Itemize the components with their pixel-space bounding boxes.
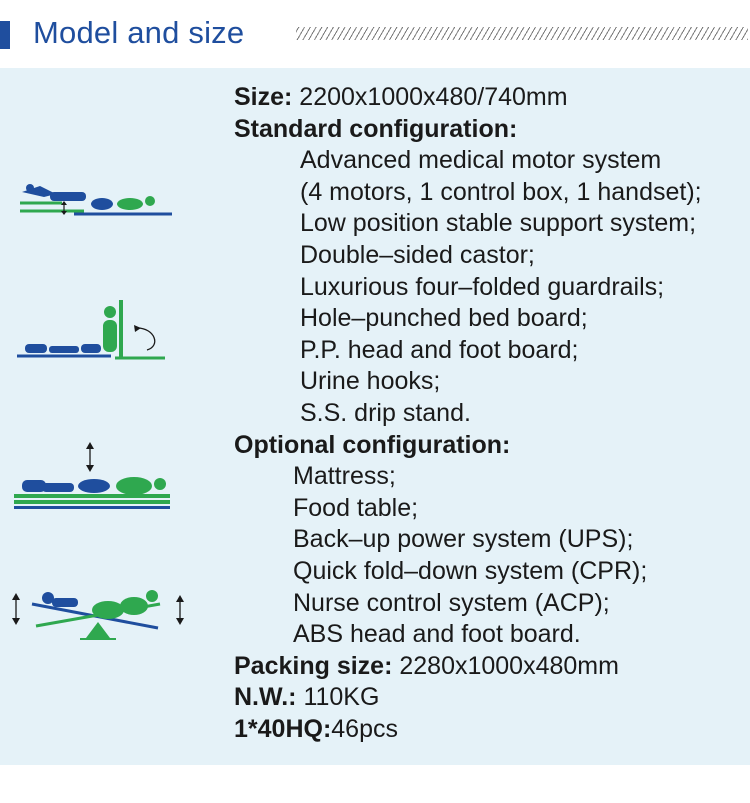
standard-item: (4 motors, 1 control box, 1 handset);: [300, 177, 702, 206]
optional-item: Food table;: [293, 493, 419, 522]
standard-item: Hole–punched bed board;: [300, 304, 588, 333]
net-weight-row: N.W.: 110KG: [234, 682, 744, 714]
standard-item: P.P. head and foot board;: [300, 335, 579, 364]
standard-config-heading: Standard configuration:: [234, 114, 518, 143]
net-weight-label: N.W.:: [234, 683, 297, 712]
spec-list: Size: 2200x1000x480/740mm Standard confi…: [234, 82, 744, 745]
container-qty-value: 46pcs: [331, 714, 398, 743]
standard-item: Low position stable support system;: [300, 209, 697, 238]
packing-size-label: Packing size:: [234, 651, 393, 680]
size-label: Size:: [234, 83, 293, 111]
header-hatch-decoration: [296, 27, 748, 40]
container-qty-label: 1*40HQ:: [234, 714, 332, 743]
spec-panel: [0, 68, 750, 765]
optional-item: Back–up power system (UPS);: [293, 525, 634, 554]
optional-item: Mattress;: [293, 462, 396, 491]
bed-chair-position-icon: [17, 300, 165, 360]
optional-item: Quick fold–down system (CPR);: [293, 556, 648, 585]
standard-item: S.S. drip stand.: [300, 398, 471, 427]
standard-item: Advanced medical motor system: [300, 146, 662, 175]
optional-config-heading: Optional configuration:: [234, 430, 511, 459]
optional-item: ABS head and foot board.: [293, 620, 581, 649]
standard-item: Double–sided castor;: [300, 240, 535, 269]
section-title: Model and size: [33, 15, 245, 50]
standard-item: Luxurious four–folded guardrails;: [300, 272, 665, 301]
standard-item: Urine hooks;: [300, 367, 441, 396]
packing-size-value: 2280x1000x480mm: [392, 651, 619, 680]
header-accent-bar: [0, 21, 10, 49]
bed-tilt-position-icon: [12, 590, 184, 640]
net-weight-value: 110KG: [296, 683, 380, 712]
container-qty-row: 1*40HQ:46pcs: [234, 714, 744, 746]
packing-size-row: Packing size: 2280x1000x480mm: [234, 651, 744, 683]
size-row: Size: 2200x1000x480/740mm: [234, 82, 744, 114]
optional-item: Nurse control system (ACP);: [293, 588, 610, 617]
size-value: 2200x1000x480/740mm: [292, 83, 568, 111]
bed-height-adjust-icon: [14, 442, 170, 509]
bed-flat-position-icon: [20, 184, 172, 216]
section-header: Model and size: [0, 0, 750, 68]
